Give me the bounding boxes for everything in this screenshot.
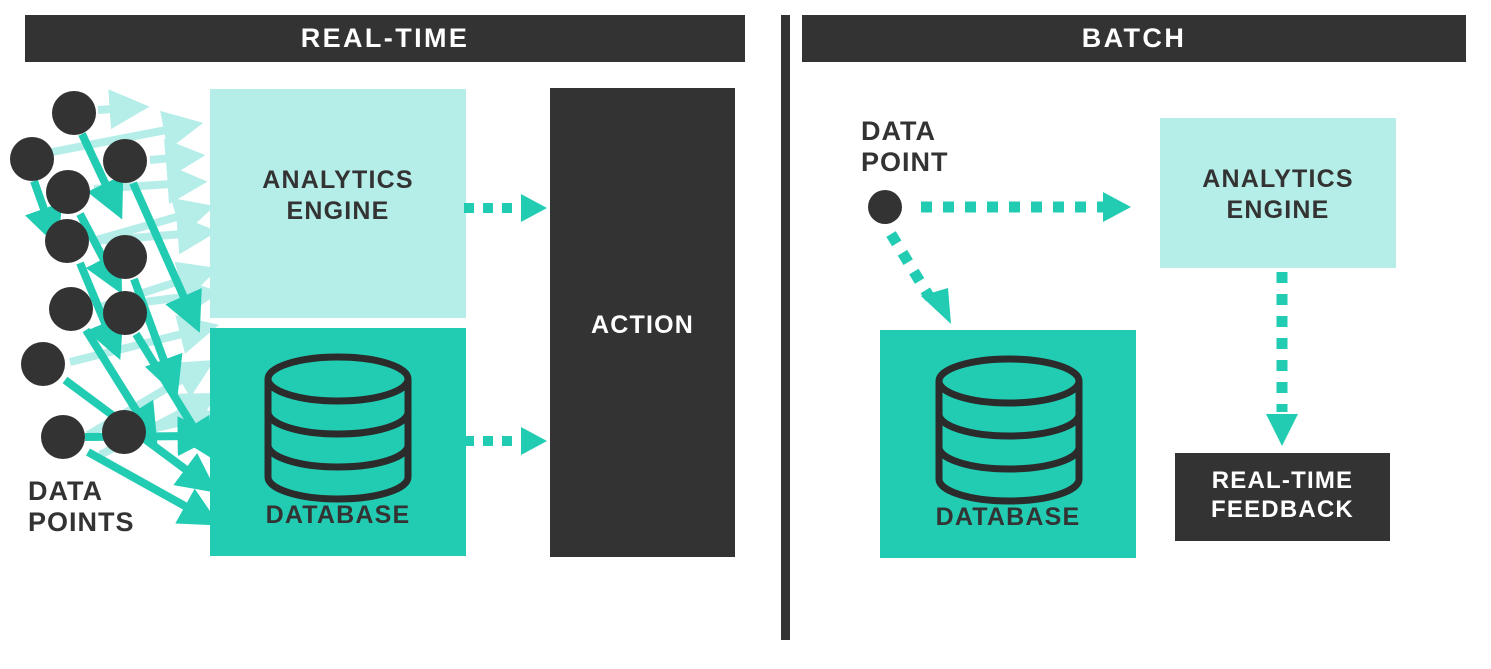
data-points-label-line2: POINTS bbox=[28, 507, 135, 538]
data-point-dot bbox=[103, 291, 147, 335]
feedback-label-line2: FEEDBACK bbox=[1211, 496, 1354, 524]
analytics-label-line2: ENGINE bbox=[286, 196, 390, 225]
data-point-dot bbox=[103, 235, 147, 279]
arrowhead-analytics-to-action bbox=[521, 194, 547, 222]
data-point-label-line2: POINT bbox=[861, 147, 949, 178]
data-point-dot bbox=[52, 91, 96, 135]
analytics-engine-label-right: ANALYTICS ENGINE bbox=[1160, 164, 1396, 225]
analytics-engine-box-left[interactable]: ANALYTICS ENGINE bbox=[210, 89, 466, 318]
data-point-dot bbox=[102, 410, 146, 454]
analytics-label-line1: ANALYTICS bbox=[262, 166, 414, 194]
data-point-dot bbox=[49, 287, 93, 331]
action-box[interactable]: ACTION bbox=[550, 88, 735, 557]
data-point-dot bbox=[103, 139, 147, 183]
panel-divider bbox=[781, 15, 790, 640]
feedback-label-line1: REAL-TIME bbox=[1211, 467, 1354, 494]
database-cylinder-icon bbox=[264, 353, 412, 503]
database-label-right: DATABASE bbox=[935, 503, 1081, 531]
data-point-dot bbox=[41, 415, 85, 459]
action-label: ACTION bbox=[590, 311, 695, 339]
analytics-label-line2: ENGINE bbox=[1226, 195, 1330, 224]
header-batch: BATCH bbox=[802, 15, 1466, 62]
analytics-label-line1: ANALYTICS bbox=[1202, 165, 1354, 193]
data-point-dot bbox=[21, 342, 65, 386]
data-point-dot bbox=[46, 170, 90, 214]
database-box-right[interactable]: DATABASE bbox=[880, 330, 1136, 558]
database-box-left[interactable]: DATABASE bbox=[210, 328, 466, 556]
data-point-dot bbox=[10, 137, 54, 181]
arrow-datapoint-to-database bbox=[886, 231, 935, 301]
arrowhead-datapoint-to-database bbox=[921, 288, 951, 324]
analytics-engine-label-left: ANALYTICS ENGINE bbox=[210, 165, 466, 226]
arrowhead-analytics-to-feedback bbox=[1266, 414, 1298, 446]
data-points-label: DATA POINTS bbox=[28, 476, 135, 539]
arrowhead-database-to-action bbox=[521, 427, 547, 455]
data-point-dot bbox=[45, 219, 89, 263]
database-cylinder-icon bbox=[935, 355, 1083, 505]
data-point-label-line1: DATA bbox=[861, 116, 936, 146]
database-label-left: DATABASE bbox=[265, 501, 411, 529]
real-time-feedback-box[interactable]: REAL-TIME FEEDBACK bbox=[1175, 453, 1390, 541]
arrowhead-datapoint-to-analytics bbox=[1103, 192, 1131, 222]
header-real-time: REAL-TIME bbox=[25, 15, 745, 62]
data-points-label-line1: DATA bbox=[28, 476, 103, 506]
real-time-feedback-label: REAL-TIME FEEDBACK bbox=[1175, 466, 1390, 525]
data-point-label: DATA POINT bbox=[861, 116, 949, 179]
data-point-dot-right bbox=[868, 190, 902, 224]
analytics-engine-box-right[interactable]: ANALYTICS ENGINE bbox=[1160, 118, 1396, 268]
